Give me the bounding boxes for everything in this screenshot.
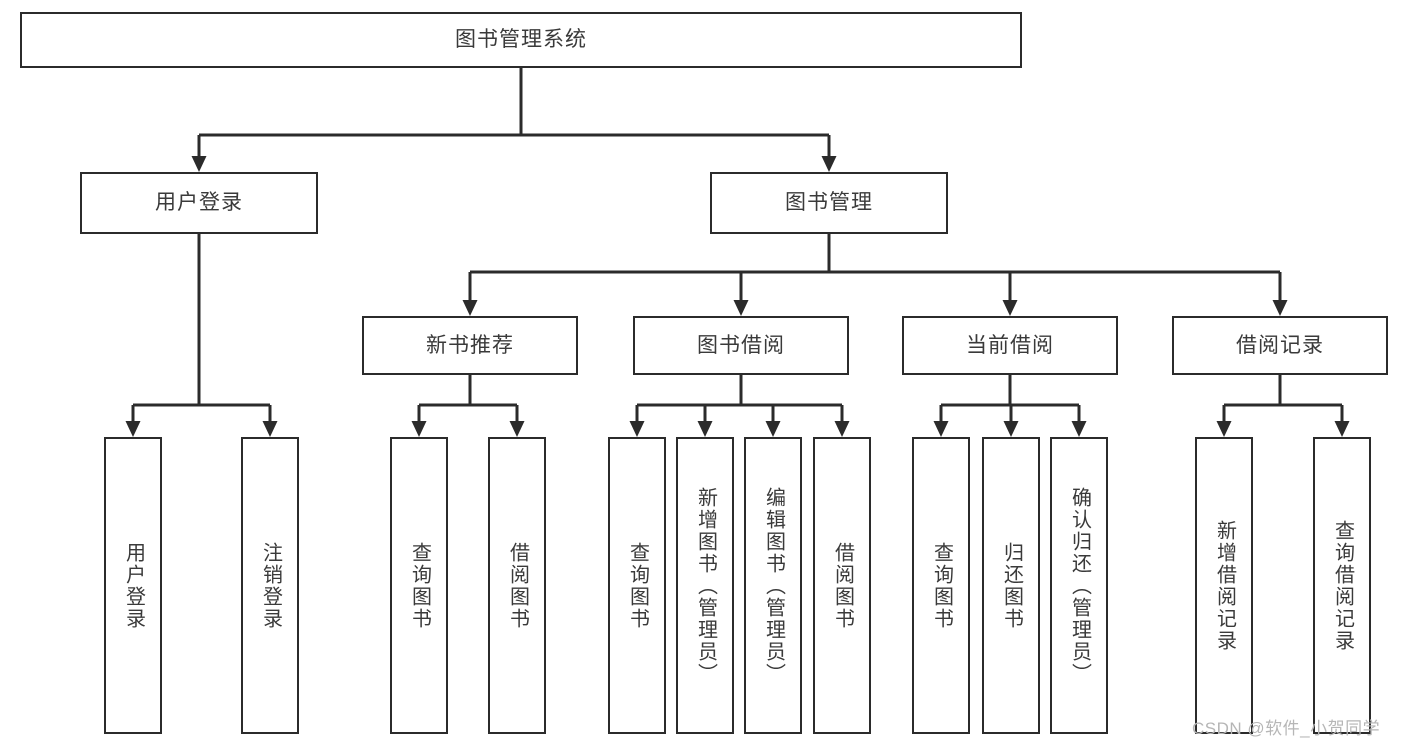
node-leaf-cur-1: 查询图书 bbox=[912, 437, 970, 734]
node-label: 用户登录 bbox=[122, 541, 145, 630]
node-label: 新增图书（管理员） bbox=[694, 486, 717, 685]
node-newbook: 新书推荐 bbox=[362, 316, 578, 375]
node-leaf-bor-1: 查询图书 bbox=[608, 437, 666, 734]
node-borrow: 图书借阅 bbox=[633, 316, 849, 375]
watermark-text: CSDN @软件_小贺同学 bbox=[1192, 719, 1381, 738]
node-label: 确认归还（管理员） bbox=[1068, 486, 1091, 685]
node-leaf-cur-2: 归还图书 bbox=[982, 437, 1040, 734]
node-bookmgmt: 图书管理 bbox=[710, 172, 948, 234]
node-label: 编辑图书（管理员） bbox=[762, 486, 785, 685]
node-leaf-rec-2: 查询借阅记录 bbox=[1313, 437, 1371, 734]
node-label: 图书管理 bbox=[785, 191, 873, 215]
node-records: 借阅记录 bbox=[1172, 316, 1388, 375]
node-leaf-new-2: 借阅图书 bbox=[488, 437, 546, 734]
node-label: 新增借阅记录 bbox=[1213, 519, 1236, 652]
node-label: 借阅图书 bbox=[506, 541, 529, 630]
node-current: 当前借阅 bbox=[902, 316, 1118, 375]
node-leaf-login-2: 注销登录 bbox=[241, 437, 299, 734]
node-label: 注销登录 bbox=[259, 541, 282, 630]
node-leaf-rec-1: 新增借阅记录 bbox=[1195, 437, 1253, 734]
node-leaf-new-1: 查询图书 bbox=[390, 437, 448, 734]
node-label: 查询图书 bbox=[930, 541, 953, 630]
node-label: 新书推荐 bbox=[426, 333, 514, 357]
node-label: 图书借阅 bbox=[697, 333, 785, 357]
node-leaf-login-1: 用户登录 bbox=[104, 437, 162, 734]
node-label: 查询图书 bbox=[626, 541, 649, 630]
node-login: 用户登录 bbox=[80, 172, 318, 234]
node-label: 查询图书 bbox=[408, 541, 431, 630]
node-leaf-bor-4: 借阅图书 bbox=[813, 437, 871, 734]
node-label: 查询借阅记录 bbox=[1331, 519, 1354, 652]
node-label: 归还图书 bbox=[1000, 541, 1023, 630]
node-label: 用户登录 bbox=[155, 191, 243, 215]
node-leaf-cur-3: 确认归还（管理员） bbox=[1050, 437, 1108, 734]
node-label: 借阅图书 bbox=[831, 541, 854, 630]
node-leaf-bor-3: 编辑图书（管理员） bbox=[744, 437, 802, 734]
node-root: 图书管理系统 bbox=[20, 12, 1022, 68]
node-leaf-bor-2: 新增图书（管理员） bbox=[676, 437, 734, 734]
node-label: 图书管理系统 bbox=[455, 28, 587, 52]
node-label: 当前借阅 bbox=[966, 333, 1054, 357]
node-label: 借阅记录 bbox=[1236, 333, 1324, 357]
